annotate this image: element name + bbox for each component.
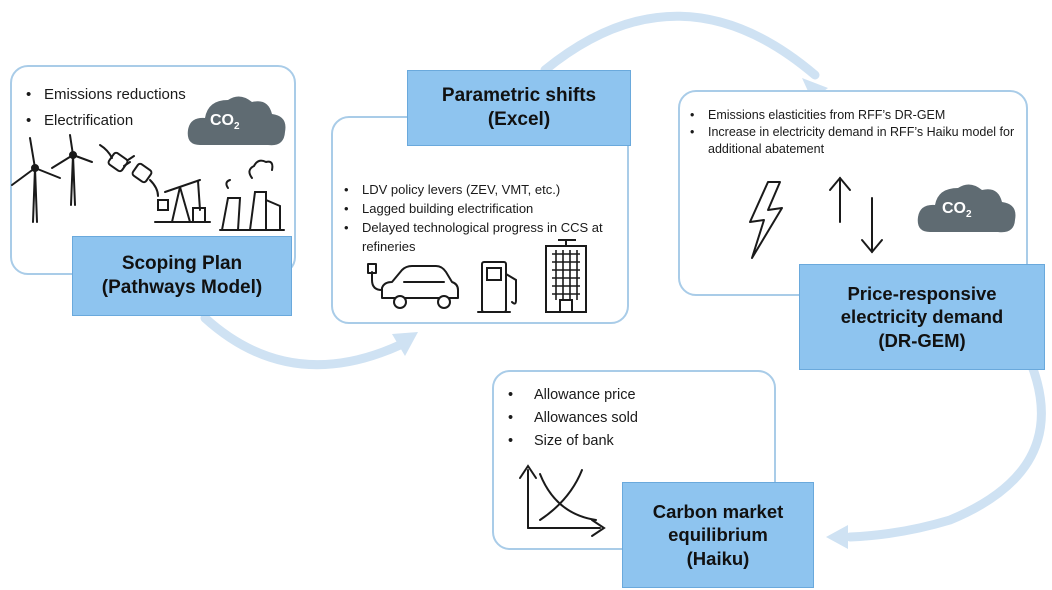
price-co2-label: CO2	[942, 200, 972, 221]
price-bullets: Emissions elasticities from RFF’s DR-GEM…	[688, 107, 1024, 158]
carbon-bullets: Allowance price Allowances sold Size of …	[506, 384, 638, 453]
carbon-title-line3: (Haiku)	[686, 547, 750, 569]
price-title: Price-responsive electricity demand (DR-…	[799, 264, 1045, 370]
parametric-bullets: LDV policy levers (ZEV, VMT, etc.) Lagge…	[342, 180, 622, 256]
carbon-bullet-3: Size of bank	[506, 430, 638, 453]
scoping-bullets: Emissions reductions Electrification	[24, 82, 186, 134]
co2-cloud-icon	[917, 184, 1016, 233]
scoping-bullet-1: Emissions reductions	[24, 82, 186, 108]
scoping-title-line1: Scoping Plan	[121, 253, 243, 275]
arrowhead-1	[392, 332, 418, 356]
electric-car-icon	[367, 263, 459, 309]
scoping-co2-label: CO2	[210, 112, 240, 133]
arrowhead-2	[802, 78, 828, 100]
carbon-title-line1: Carbon market	[652, 501, 784, 523]
parametric-title-line2: (Excel)	[487, 109, 551, 130]
price-title-line1: Price-responsive	[847, 283, 997, 305]
carbon-title-line2: equilibrium	[668, 524, 768, 546]
parametric-title-line1: Parametric shifts	[441, 85, 597, 107]
wind-turbine-icon	[11, 134, 93, 223]
parametric-bullet-3: Delayed technological progress in CCS at…	[342, 218, 622, 256]
supply-demand-graph-icon	[519, 464, 606, 537]
price-bullet-2: Increase in electricity demand in RFF’s …	[688, 124, 1024, 158]
carbon-bullet-1: Allowance price	[506, 384, 638, 407]
plug-icon	[99, 144, 159, 197]
price-bullet-1: Emissions elasticities from RFF’s DR-GEM	[688, 107, 1024, 124]
scoping-title-line2: (Pathways Model)	[101, 277, 263, 298]
arrow-scoping-to-parametric	[200, 313, 405, 370]
arrow-price-to-carbon	[845, 317, 1046, 542]
scoping-bullet-2: Electrification	[24, 108, 186, 134]
parametric-bullet-1: LDV policy levers (ZEV, VMT, etc.)	[342, 180, 622, 199]
up-down-arrows-icon	[829, 176, 883, 254]
price-title-line3: (DR-GEM)	[878, 329, 966, 351]
price-title-line2: electricity demand	[840, 306, 1004, 328]
fuel-pump-icon	[477, 261, 517, 313]
parametric-title: Parametric shifts (Excel)	[407, 70, 631, 146]
co2-cloud-icon	[187, 96, 286, 146]
carbon-bullet-2: Allowances sold	[506, 407, 638, 430]
factory-icon	[219, 159, 285, 231]
carbon-title: Carbon market equilibrium (Haiku)	[622, 482, 814, 588]
scoping-title: Scoping Plan (Pathways Model)	[72, 236, 292, 316]
arrowhead-3	[826, 525, 848, 549]
lightning-icon	[749, 181, 783, 259]
building-icon	[545, 239, 587, 313]
parametric-bullet-2: Lagged building electrification	[342, 199, 622, 218]
arrow-parametric-to-price	[540, 11, 820, 80]
oil-pump-icon	[154, 179, 211, 223]
